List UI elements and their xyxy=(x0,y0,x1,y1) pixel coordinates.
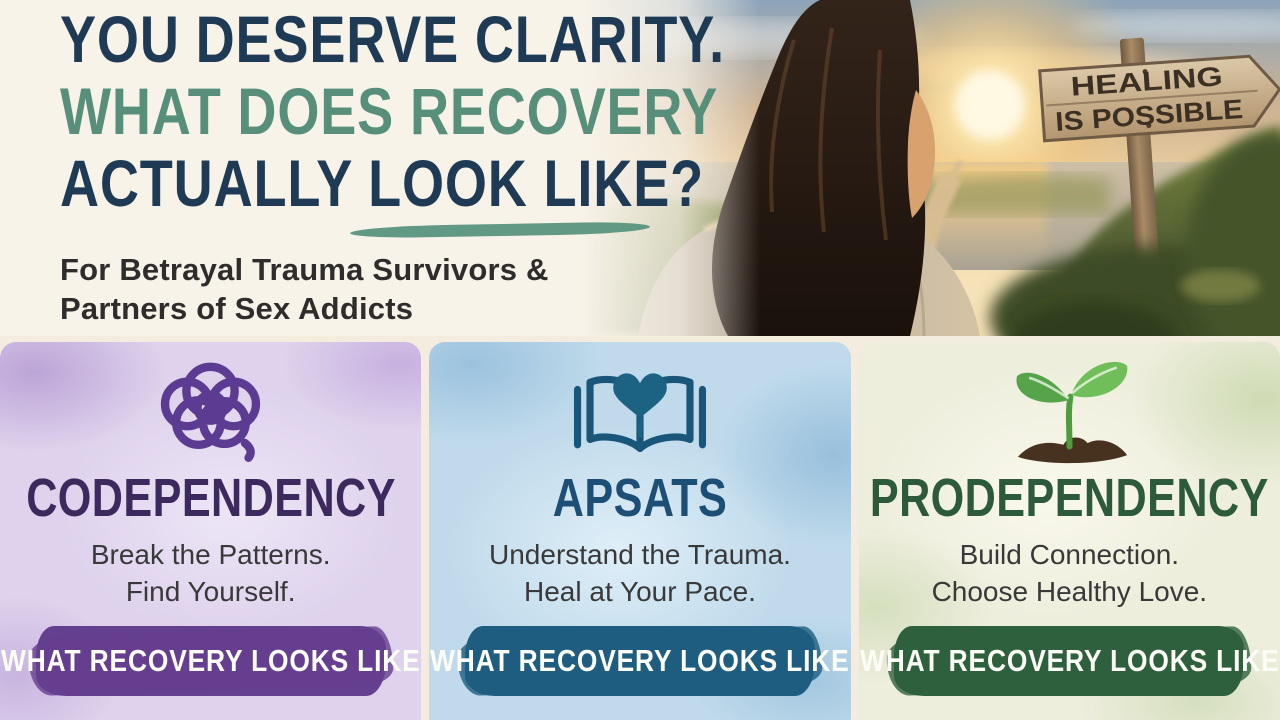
what-recovery-looks-like-button[interactable]: WHAT RECOVERY LOOKS LIKE xyxy=(1,626,420,696)
card-subtitle: Build Connection. Choose Healthy Love. xyxy=(932,537,1208,611)
foreground-grass xyxy=(990,132,1280,336)
headline-block: YOU DESERVE CLARITY. WHAT DOES RECOVERY … xyxy=(60,2,871,329)
what-recovery-looks-like-button[interactable]: WHAT RECOVERY LOOKS LIKE xyxy=(860,626,1278,696)
button-label: WHAT RECOVERY LOOKS LIKE xyxy=(859,643,1280,678)
card-subtitle-line-1: Understand the Trauma. xyxy=(489,538,791,570)
card-subtitle: Break the Patterns. Find Yourself. xyxy=(91,537,331,611)
card-title: PRODEPENDENCY xyxy=(869,468,1269,528)
seedling-icon xyxy=(992,352,1147,468)
hero-section: HEALING IS POSSIBLE xyxy=(0,0,1280,336)
button-label: WHAT RECOVERY LOOKS LIKE xyxy=(430,643,850,678)
card-subtitle-line-2: Find Yourself. xyxy=(125,575,296,607)
audience-subtitle: For Betrayal Trauma Survivors & Partners… xyxy=(60,250,871,329)
subtitle-line-2: Partners of Sex Addicts xyxy=(60,291,414,327)
tangled-knot-icon xyxy=(138,352,283,468)
topic-cards-row: CODEPENDENCY Break the Patterns. Find Yo… xyxy=(0,342,1280,720)
card-subtitle-line-2: Heal at Your Pace. xyxy=(524,575,756,607)
card-codependency: CODEPENDENCY Break the Patterns. Find Yo… xyxy=(0,342,422,720)
card-subtitle: Understand the Trauma. Heal at Your Pace… xyxy=(489,537,791,611)
hero-photo: HEALING IS POSSIBLE xyxy=(580,0,1280,336)
card-subtitle-line-1: Break the Patterns. xyxy=(90,538,331,570)
sun xyxy=(956,71,1024,139)
card-apsats: APSATS Understand the Trauma. Heal at Yo… xyxy=(429,342,851,720)
headline-underline-brush xyxy=(349,221,651,239)
card-prodependency: PRODEPENDENCY Build Connection. Choose H… xyxy=(858,342,1280,720)
card-subtitle-line-2: Choose Healthy Love. xyxy=(931,575,1208,607)
what-recovery-looks-like-button[interactable]: WHAT RECOVERY LOOKS LIKE xyxy=(430,626,849,696)
open-book-heart-icon xyxy=(565,352,715,468)
card-subtitle-line-1: Build Connection. xyxy=(959,538,1180,570)
card-title: CODEPENDENCY xyxy=(25,468,396,528)
face-profile xyxy=(907,90,936,218)
headline-line-1: YOU DESERVE CLARITY. xyxy=(60,2,725,76)
sunset-scene: HEALING IS POSSIBLE xyxy=(580,0,1280,336)
left-fade xyxy=(580,0,760,336)
card-title: APSATS xyxy=(552,468,728,528)
button-label: WHAT RECOVERY LOOKS LIKE xyxy=(0,643,421,678)
healing-signpost: HEALING IS POSSIBLE xyxy=(1038,37,1280,291)
headline-line-2: WHAT DOES RECOVERY xyxy=(60,73,719,148)
headline-line-3: ACTUALLY LOOK LIKE? xyxy=(60,145,704,220)
subtitle-line-1: For Betrayal Trauma Survivors & xyxy=(60,251,549,287)
